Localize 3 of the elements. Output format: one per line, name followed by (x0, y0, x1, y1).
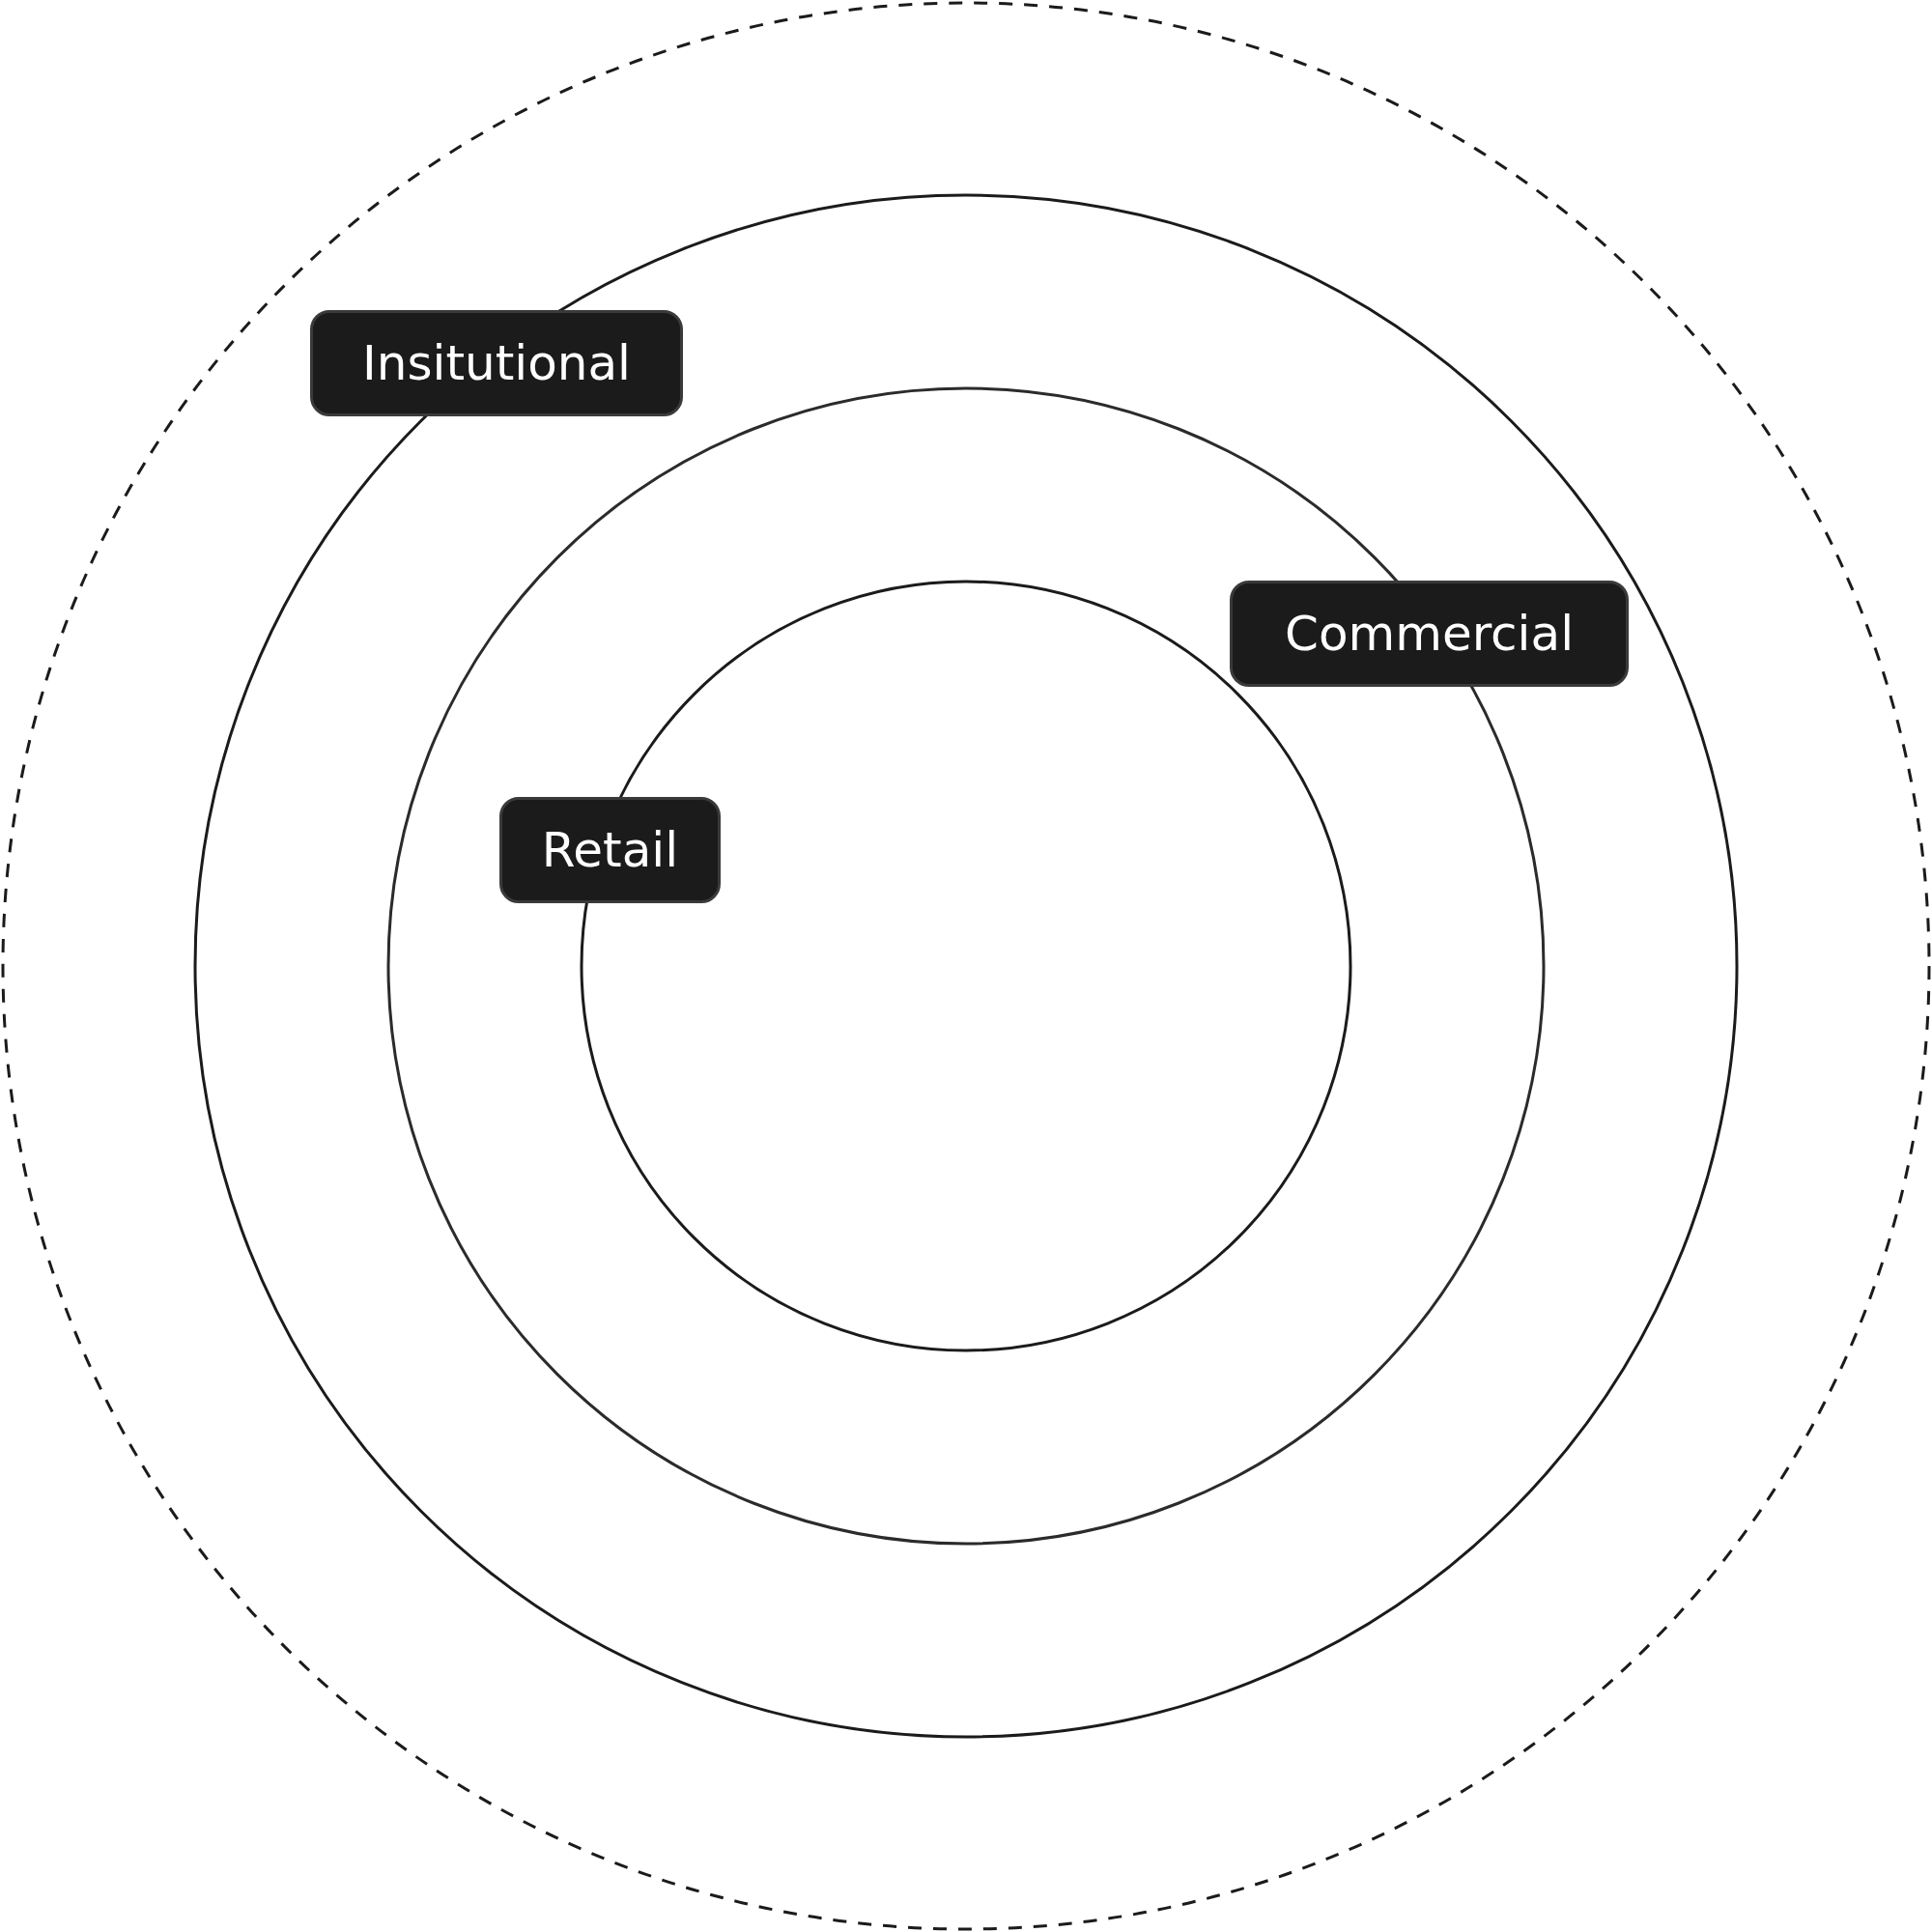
ring-label: Retail (499, 797, 721, 903)
ring-label: Insitutional (310, 310, 683, 416)
ring-label: Commercial (1230, 581, 1629, 687)
